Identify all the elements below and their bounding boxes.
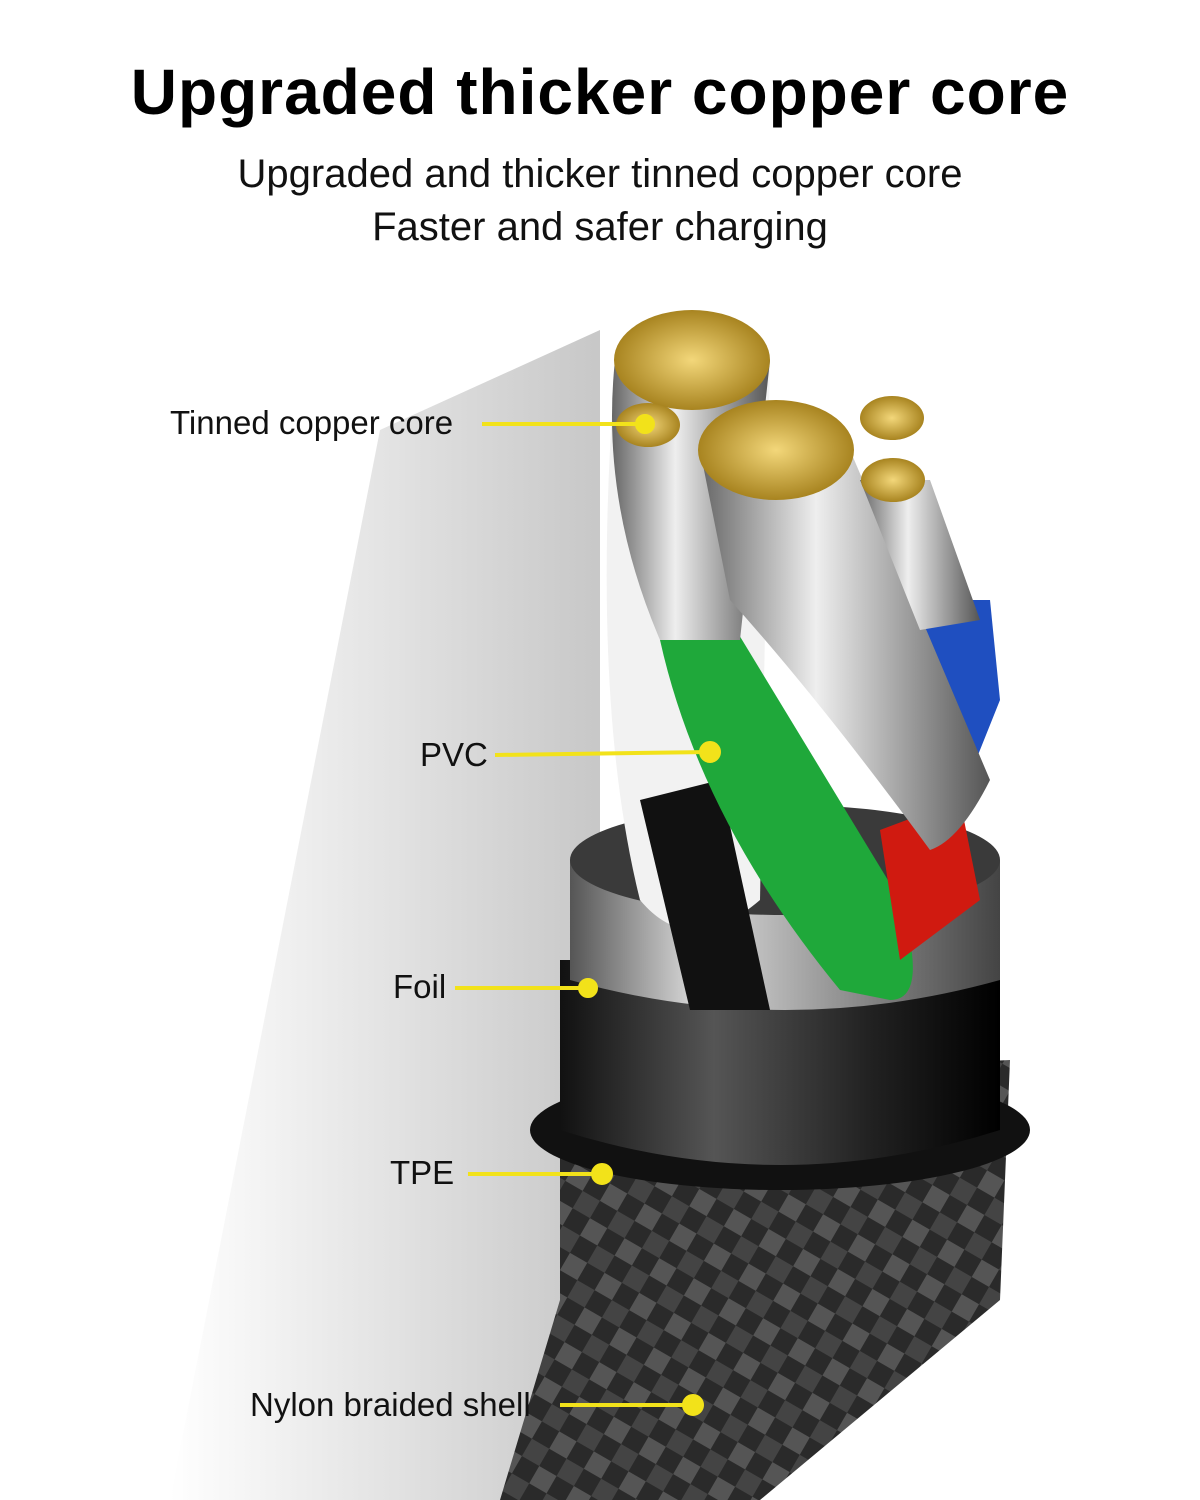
wire-red bbox=[880, 800, 980, 960]
label-pvc: PVC bbox=[420, 736, 488, 773]
label-foil: Foil bbox=[393, 968, 447, 1005]
copper-core-2 bbox=[698, 400, 854, 500]
strands-2 bbox=[700, 450, 990, 850]
wire-black bbox=[640, 780, 770, 1010]
label-nylon-braided-shell: Nylon braided shell bbox=[250, 1386, 531, 1423]
label-tpe: TPE bbox=[390, 1154, 455, 1191]
subtitle-line-1: Upgraded and thicker tinned copper core bbox=[237, 152, 963, 196]
page-title: Upgraded thicker copper core bbox=[130, 56, 1070, 128]
copper-core-1 bbox=[614, 310, 770, 410]
subtitle-line-2: Faster and safer charging bbox=[372, 205, 828, 249]
copper-core-5 bbox=[861, 458, 925, 502]
tpe-jacket bbox=[560, 960, 1000, 1165]
label-tinned-copper-core: Tinned copper core bbox=[170, 404, 454, 441]
drop-shadow bbox=[170, 330, 600, 1500]
wire-green bbox=[660, 620, 913, 1000]
copper-core-4 bbox=[860, 396, 924, 440]
strands-3 bbox=[860, 480, 980, 630]
